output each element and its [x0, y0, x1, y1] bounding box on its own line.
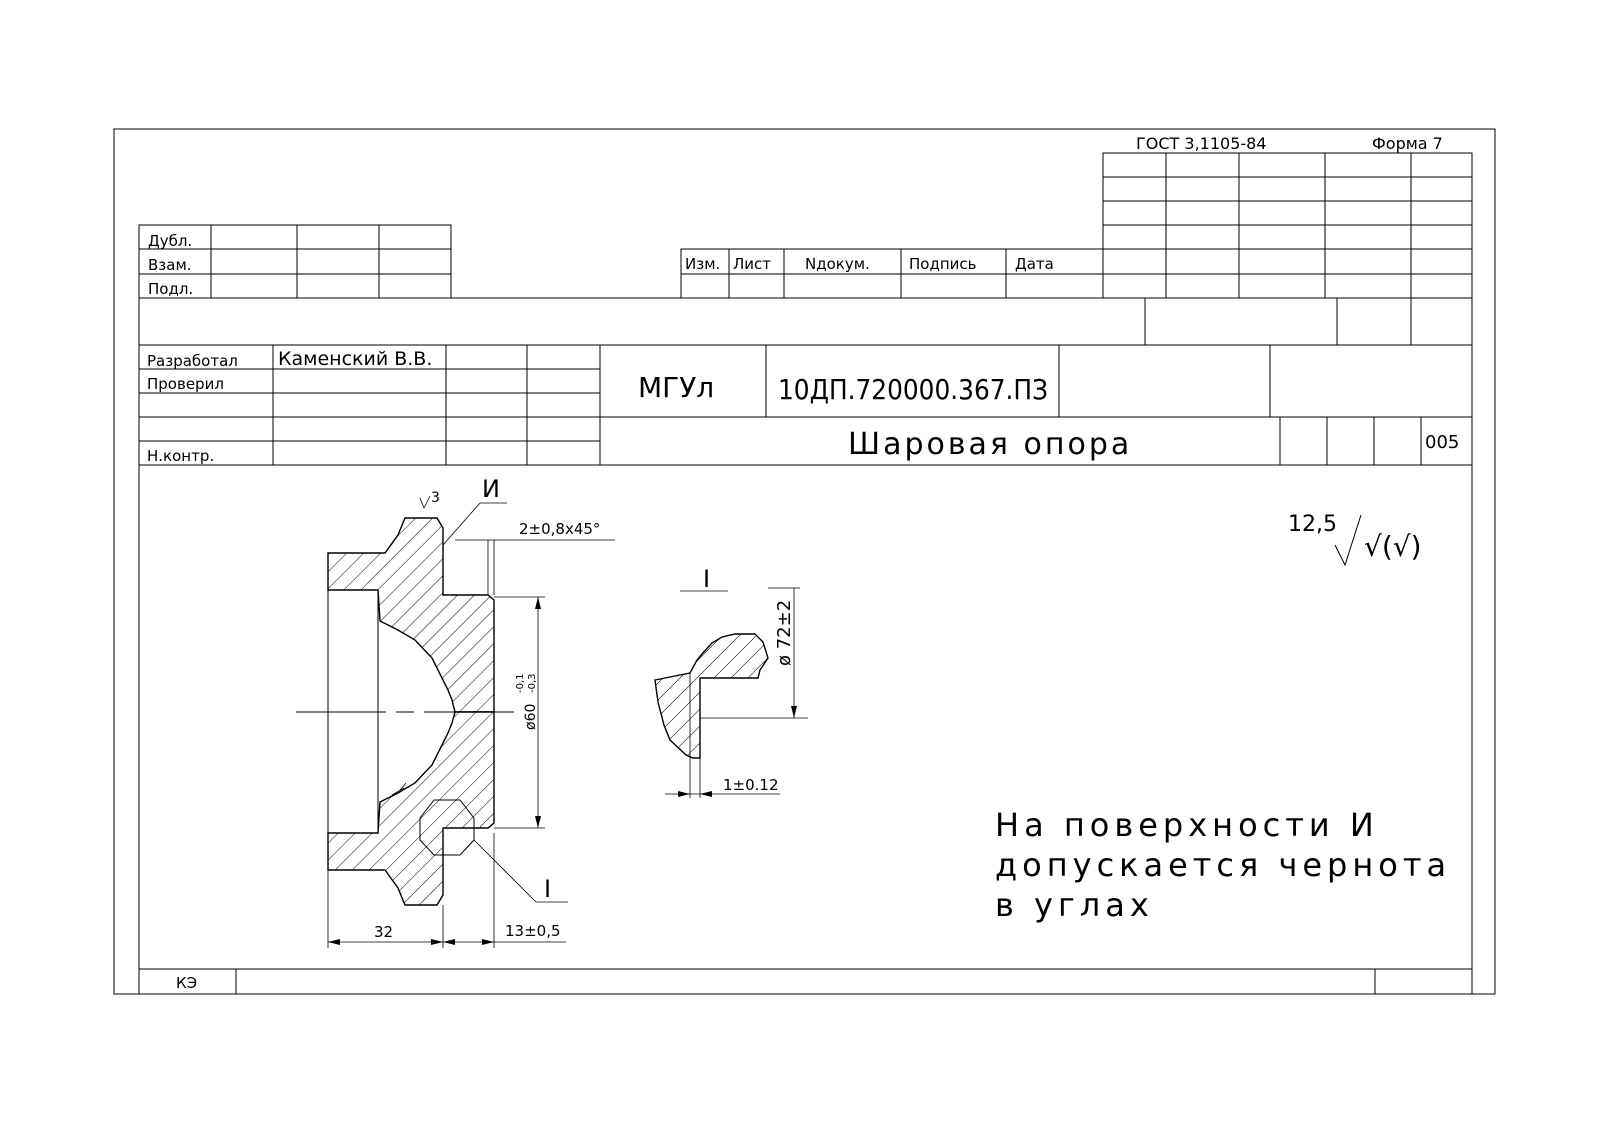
standard-label: ГОСТ 3,1105-84: [1136, 134, 1267, 153]
roughness-small-label: 3: [431, 490, 440, 506]
outer-frame: [113, 128, 1496, 995]
footer-code: КЭ: [176, 974, 197, 992]
detail-title: I: [703, 565, 710, 593]
stamp-row-podl: Подл.: [148, 280, 193, 298]
document-code: 10ДП.720000.367.ПЗ: [778, 373, 1048, 406]
title-block: МГУл 10ДП.720000.367.ПЗ Шаровая опора 00…: [638, 345, 1459, 465]
signature-block: Разработал Каменский В.В. Проверил Н.кон…: [139, 345, 1472, 466]
length-32-label: 32: [374, 923, 393, 941]
rev-col-data: Дата: [1015, 255, 1054, 273]
operation-number: 005: [1425, 432, 1459, 453]
detail-section: [654, 633, 769, 759]
form-label: Форма 7: [1372, 134, 1443, 153]
revision-header: Изм. Лист Nдокум. Подпись Дата: [680, 248, 1104, 299]
note-line-2: допускается чернота: [995, 846, 1451, 884]
developed-name: Каменский В.В.: [278, 348, 432, 370]
length-13-label: 13±0,5: [505, 922, 561, 940]
stamp-row-dubl: Дубл.: [148, 232, 192, 250]
detail-view: I ø 72±2 1±0.12: [654, 565, 808, 798]
rev-col-list: Лист: [733, 255, 771, 273]
part-name: Шаровая опора: [848, 427, 1132, 462]
diameter-60-tol-lower: -0,3: [527, 673, 538, 693]
part-lower-section: [327, 711, 495, 906]
organization-name: МГУл: [638, 371, 714, 404]
note-line-1: На поверхности И: [995, 806, 1379, 844]
checked-label: Проверил: [147, 375, 224, 393]
stamp-row-vzam: Взам.: [148, 256, 192, 274]
rev-col-podpis: Подпись: [909, 255, 976, 273]
surface-mark-i: И: [482, 475, 500, 503]
rev-col-ndok: Nдокум.: [805, 255, 870, 273]
footer-strip: КЭ: [139, 968, 1472, 994]
diameter-60-tol-upper: -0,1: [515, 673, 526, 693]
chamfer-dimension: 2±0,8х45°: [519, 520, 600, 538]
note-line-3: в углах: [995, 886, 1154, 924]
detail-thickness-label: 1±0.12: [723, 776, 779, 794]
detail-circle: [419, 799, 475, 856]
roughness-bracket-symbol: √(√): [1364, 530, 1422, 563]
diameter-60-label: ø60: [523, 704, 539, 730]
roughness-symbol: 12,5 √(√): [1288, 512, 1422, 567]
detail-mark-label: I: [544, 875, 551, 903]
technical-note: На поверхности И допускается чернота в у…: [995, 806, 1451, 924]
roughness-value: 12,5: [1288, 512, 1337, 537]
part-section-view: 3 И 2±0,8х45° ø60 -0,1 -0,3 32 13±0,5: [296, 475, 615, 948]
top-left-stamp: Дубл. Взам. Подл.: [138, 224, 452, 299]
top-right-grid: [1102, 152, 1473, 299]
part-upper-section: [327, 517, 495, 713]
norm-control-label: Н.контр.: [147, 447, 214, 465]
rev-col-izm: Изм.: [685, 255, 720, 273]
developed-label: Разработал: [147, 352, 238, 370]
detail-diameter-label: ø 72±2: [774, 600, 795, 666]
